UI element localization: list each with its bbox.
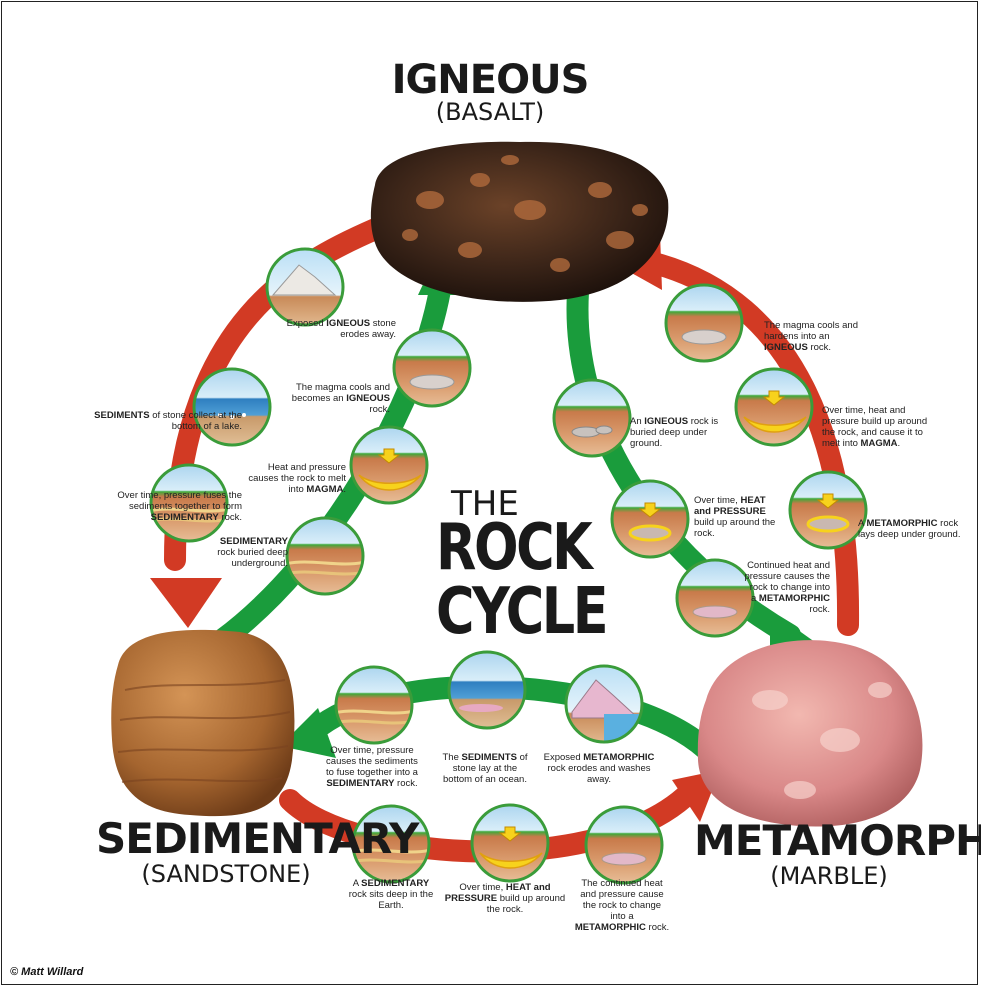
metamorphic-title: METAMORPHIC [694, 820, 964, 862]
caption-magma-cools-igneous: The magma cools and becomes an IGNEOUS r… [282, 382, 390, 415]
caption-melt-into-magma: Over time, heat and pressure build up ar… [822, 405, 942, 449]
stage-bottom-heat [470, 803, 550, 883]
stage-metamorphic-erodes [564, 664, 644, 744]
caption-sediments-ocean: The SEDIMENTS of stone lay at the bottom… [440, 752, 530, 785]
caption-sedimentary-buried: SEDIMENTARY rock buried deep underground… [214, 536, 288, 569]
sedimentary-title: SEDIMENTARY [96, 818, 356, 860]
caption-heat-pressure-right: Over time, HEAT and PRESSURE build up ar… [694, 495, 784, 539]
caption-melt-magma: Heat and pressure causes the rock to mel… [236, 462, 346, 495]
caption-fuse-sedimentary: Over time, pressure causes the sediments… [322, 745, 422, 789]
caption-fuses-sedimentary: Over time, pressure fuses the sediments … [82, 490, 242, 523]
igneous-subtitle: (BASALT) [390, 100, 590, 124]
stage-metamorphic-deep [788, 470, 868, 550]
caption-sedimentary-deep: A SEDIMENTARY rock sits deep in the Eart… [346, 878, 436, 911]
sedimentary-subtitle: (SANDSTONE) [96, 862, 356, 886]
sedimentary-sandstone-rock [111, 630, 294, 816]
metamorphic-subtitle: (MARBLE) [694, 864, 964, 888]
caption-sediments-lake: SEDIMENTS of stone collect at the bottom… [92, 410, 242, 432]
metamorphic-marble-rock [698, 640, 923, 826]
igneous-basalt-rock [371, 142, 668, 302]
caption-igneous-buried: An IGNEOUS rock is buried deep under gro… [630, 416, 730, 449]
caption-continued-metamorphic: The continued heat and pressure cause th… [574, 878, 670, 933]
caption-igneous-erodes: Exposed IGNEOUS stone erodes away. [286, 318, 396, 340]
center-title-cycle: CYCLE [436, 580, 606, 644]
caption-metamorphic-erodes: Exposed METAMORPHIC rock erodes and wash… [540, 752, 658, 785]
caption-heat-pressure-bottom: Over time, HEAT and PRESSURE build up ar… [440, 882, 570, 915]
center-title-rock: ROCK [436, 516, 590, 580]
caption-metamorphic-deep: A METAMORPHIC rock lays deep under groun… [858, 518, 968, 540]
stage-ocean-sediments [447, 650, 527, 730]
caption-change-metamorphic: Continued heat and pressure causes the r… [742, 560, 830, 615]
igneous-title: IGNEOUS [390, 60, 590, 100]
stage-bottom-fuse [334, 665, 414, 745]
artist-credit: © Matt Willard [10, 966, 83, 978]
caption-hardens-igneous: The magma cools and hardens into an IGNE… [764, 320, 874, 353]
